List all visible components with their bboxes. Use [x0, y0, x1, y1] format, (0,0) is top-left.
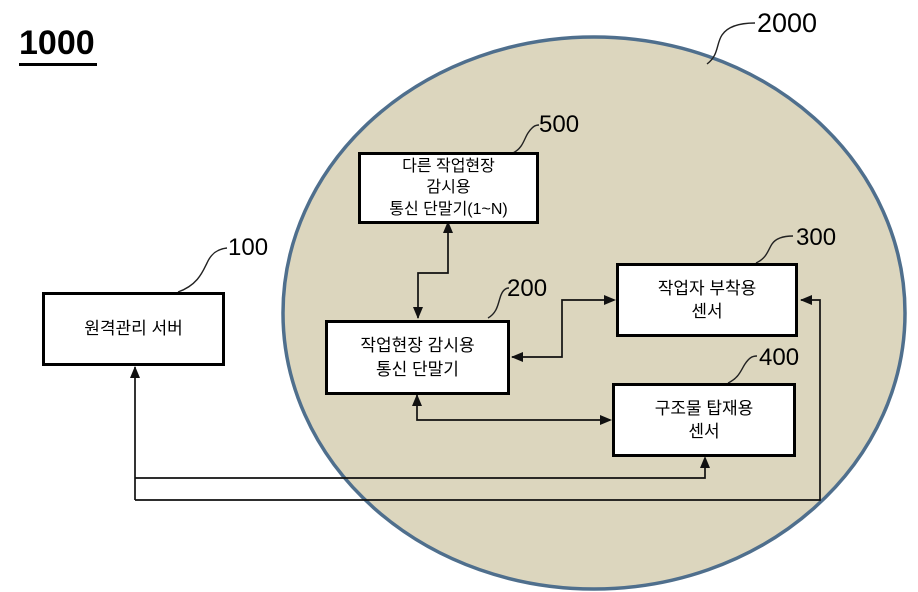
- worksite-network-ellipse: [281, 35, 907, 591]
- ref-label-2000: 2000: [757, 8, 818, 38]
- arrowhead-into-300-left: [604, 295, 616, 305]
- leader-line-2000: [706, 22, 756, 65]
- leader-line-500: [512, 124, 540, 154]
- arrowhead-into-200-top: [413, 307, 423, 319]
- leader-line-100: [177, 247, 228, 293]
- leader-line-200: [487, 287, 510, 319]
- figure-number: 1000: [19, 26, 97, 66]
- arrowhead-into-200-right: [511, 352, 523, 362]
- leader-line-300: [755, 235, 794, 264]
- arrowhead-into-500: [443, 221, 453, 233]
- node-remote-management-server: 원격관리 서버: [42, 292, 225, 366]
- ref-label-400: 400: [759, 344, 800, 371]
- arrowhead-into-200-bottom: [412, 394, 422, 406]
- arrowhead-into-300-right: [800, 295, 812, 305]
- node-worksite-monitoring-terminal: 작업현장 감시용 통신 단말기: [325, 320, 510, 395]
- ref-label-100: 100: [228, 234, 269, 261]
- leader-line-400: [727, 355, 758, 384]
- arrowhead-into-400-bottom: [700, 456, 710, 468]
- connector-500-200: [417, 224, 449, 318]
- node-other-worksite-terminals: 다른 작업현장 감시용 통신 단말기(1~N): [358, 152, 539, 224]
- node-structure-mounted-sensor: 구조물 탑재용 센서: [612, 383, 796, 457]
- arrowhead-into-400-left: [600, 415, 612, 425]
- ref-label-200: 200: [507, 275, 548, 302]
- node-worker-attached-sensor: 작업자 부착용 센서: [616, 263, 798, 337]
- ref-label-300: 300: [796, 224, 837, 251]
- connector-200-300: [512, 299, 614, 358]
- ref-label-500: 500: [539, 111, 580, 138]
- arrowhead-into-100: [130, 366, 140, 378]
